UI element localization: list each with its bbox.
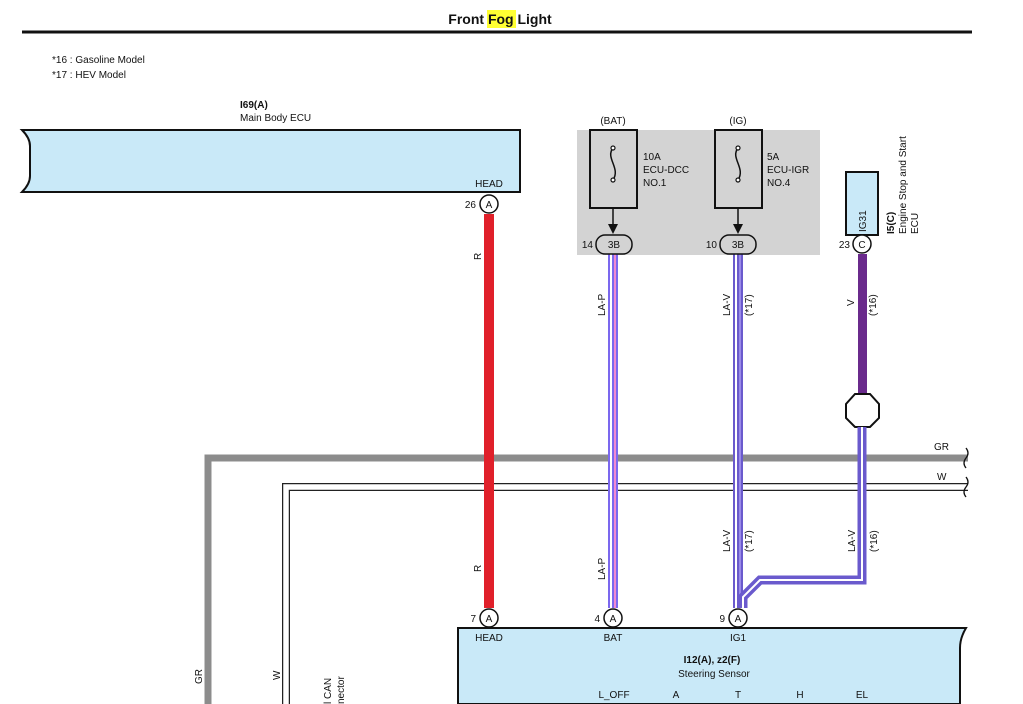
steering-sensor-code: I12(A), z2(F)	[684, 655, 741, 666]
wire-lap-stripe-2	[614, 254, 616, 608]
wire-v	[858, 254, 867, 396]
wire-lap-lower-label: LA-P	[597, 557, 608, 580]
wire-lav-stripe-2	[739, 254, 741, 608]
splice-octagon	[845, 393, 880, 428]
fuse-ecu-igr-top-terminal	[735, 145, 741, 151]
steering-sensor-box	[457, 627, 968, 704]
pin-ecu-dcc-connector	[595, 234, 633, 255]
pin-ecu-dcc-connector-label: 3B	[608, 240, 621, 251]
pin-steering-head-connector: A	[486, 614, 493, 625]
note-gasoline: *16 : Gasoline Model	[52, 55, 145, 66]
wire-gr-right-label: GR	[934, 442, 949, 453]
fuse-ecu-igr-name: ECU-IGR	[767, 165, 809, 176]
pin-engine-ecu	[852, 234, 872, 254]
junction-bat-label: (BAT)	[600, 116, 625, 127]
fuse-ecu-dcc-amp: 10A	[643, 152, 661, 163]
steering-terminal-bat: BAT	[604, 633, 623, 644]
steering-terminal-a: A	[673, 690, 680, 701]
fuse-ecu-igr-bottom-terminal	[735, 177, 741, 183]
fuse-ecu-igr-symbol	[735, 147, 741, 181]
fuse-ecu-dcc-top-terminal	[610, 145, 616, 151]
fuse-ecu-igr-amp: 5A	[767, 152, 780, 163]
wire-w-left-label: W	[272, 670, 283, 680]
title-highlight	[487, 10, 516, 28]
steering-terminal-t: T	[735, 690, 741, 701]
steering-terminal-ig1: IG1	[730, 633, 747, 644]
wire-lav-engine-label: LA-V	[847, 529, 858, 552]
pin-steering-bat-connector: A	[610, 614, 617, 625]
wire-gr-bus	[204, 454, 968, 704]
pin-ecu-igr-connector	[719, 234, 757, 255]
pin-engine-ecu-connector: C	[858, 240, 865, 251]
pin-head-main-body-connector: A	[486, 200, 493, 211]
break-mark-w	[963, 476, 969, 498]
pin-steering-bat-number: 4	[594, 614, 600, 625]
pin-steering-head	[479, 608, 499, 628]
note-hev: *17 : HEV Model	[52, 70, 126, 81]
pin-ecu-dcc-number: 14	[582, 240, 594, 251]
wire-lap-upper-label: LA-P	[597, 293, 608, 316]
pin-head-main-body-number: 26	[465, 200, 477, 211]
steering-terminal-head: HEAD	[475, 633, 503, 644]
wire-lav-engine-stripe	[742, 427, 863, 608]
engine-ecu-terminal: IG31	[858, 210, 869, 232]
engine-ecu-name-line1: Engine Stop and Start	[898, 136, 909, 234]
pin-steering-ig1-number: 9	[719, 614, 725, 625]
pin-steering-ig1	[728, 608, 748, 628]
wire-r-lower-label: R	[473, 565, 484, 572]
wire-lav-engine-note: (*16)	[869, 530, 880, 552]
junction-ig-label: (IG)	[729, 116, 746, 127]
wire-r	[484, 214, 494, 608]
pin-ecu-igr-connector-label: 3B	[732, 240, 745, 251]
fuse-ecu-dcc-symbol	[610, 147, 616, 181]
break-mark-gr	[963, 447, 969, 469]
wire-lav	[733, 254, 743, 608]
engine-ecu-box	[845, 171, 879, 236]
wire-r-upper-label: R	[473, 253, 484, 260]
pin-head-main-body	[479, 194, 499, 214]
fuse-ecu-dcc	[589, 129, 638, 209]
pin-steering-bat	[603, 608, 623, 628]
pin-steering-head-number: 7	[470, 614, 476, 625]
steering-terminal-l-off: L_OFF	[598, 690, 629, 701]
main-body-ecu-terminal: HEAD	[475, 179, 503, 190]
page-title: Front Fog Light	[448, 11, 552, 27]
steering-sensor-name: Steering Sensor	[678, 669, 750, 680]
wire-lav-lower-label: LA-V	[722, 529, 733, 552]
wire-lav-upper-note: (*17)	[744, 294, 755, 316]
fuse-ecu-dcc-name: ECU-DCC	[643, 165, 689, 176]
pin-ecu-igr-number: 10	[706, 240, 718, 251]
wire-lap-stripe-1	[610, 254, 612, 608]
main-body-ecu-code: I69(A)	[240, 100, 268, 111]
fuse-ecu-dcc-arrow	[608, 224, 618, 234]
pin-engine-ecu-number: 23	[839, 240, 851, 251]
main-body-ecu-box	[19, 129, 521, 193]
wire-lav-stripe-1	[735, 254, 737, 608]
wire-v-note: (*16)	[868, 294, 879, 316]
steering-terminal-h: H	[796, 690, 803, 701]
fuse-ecu-dcc-bottom-terminal	[610, 177, 616, 183]
fuse-ecu-igr-arrow	[733, 224, 743, 234]
wire-lav-lower-note: (*17)	[744, 530, 755, 552]
engine-ecu-code: I5(C)	[886, 212, 897, 234]
fuse-ecu-dcc-no: NO.1	[643, 178, 667, 189]
wire-lav-upper-label: LA-V	[722, 293, 733, 316]
fuse-ecu-igr	[714, 129, 763, 209]
engine-ecu-name-line2: ECU	[910, 213, 921, 234]
fuse-ecu-igr-no: NO.4	[767, 178, 791, 189]
wire-lap	[608, 254, 618, 608]
steering-terminal-el: EL	[856, 690, 869, 701]
wire-gr-left-label: GR	[194, 669, 205, 684]
pin-steering-ig1-connector: A	[735, 614, 742, 625]
wire-v-label: V	[846, 299, 857, 306]
wire-w-right-label: W	[937, 472, 947, 483]
main-body-ecu-name: Main Body ECU	[240, 113, 311, 124]
can-label-line1: l CAN	[323, 678, 334, 704]
can-label-line2: nector	[336, 676, 347, 704]
